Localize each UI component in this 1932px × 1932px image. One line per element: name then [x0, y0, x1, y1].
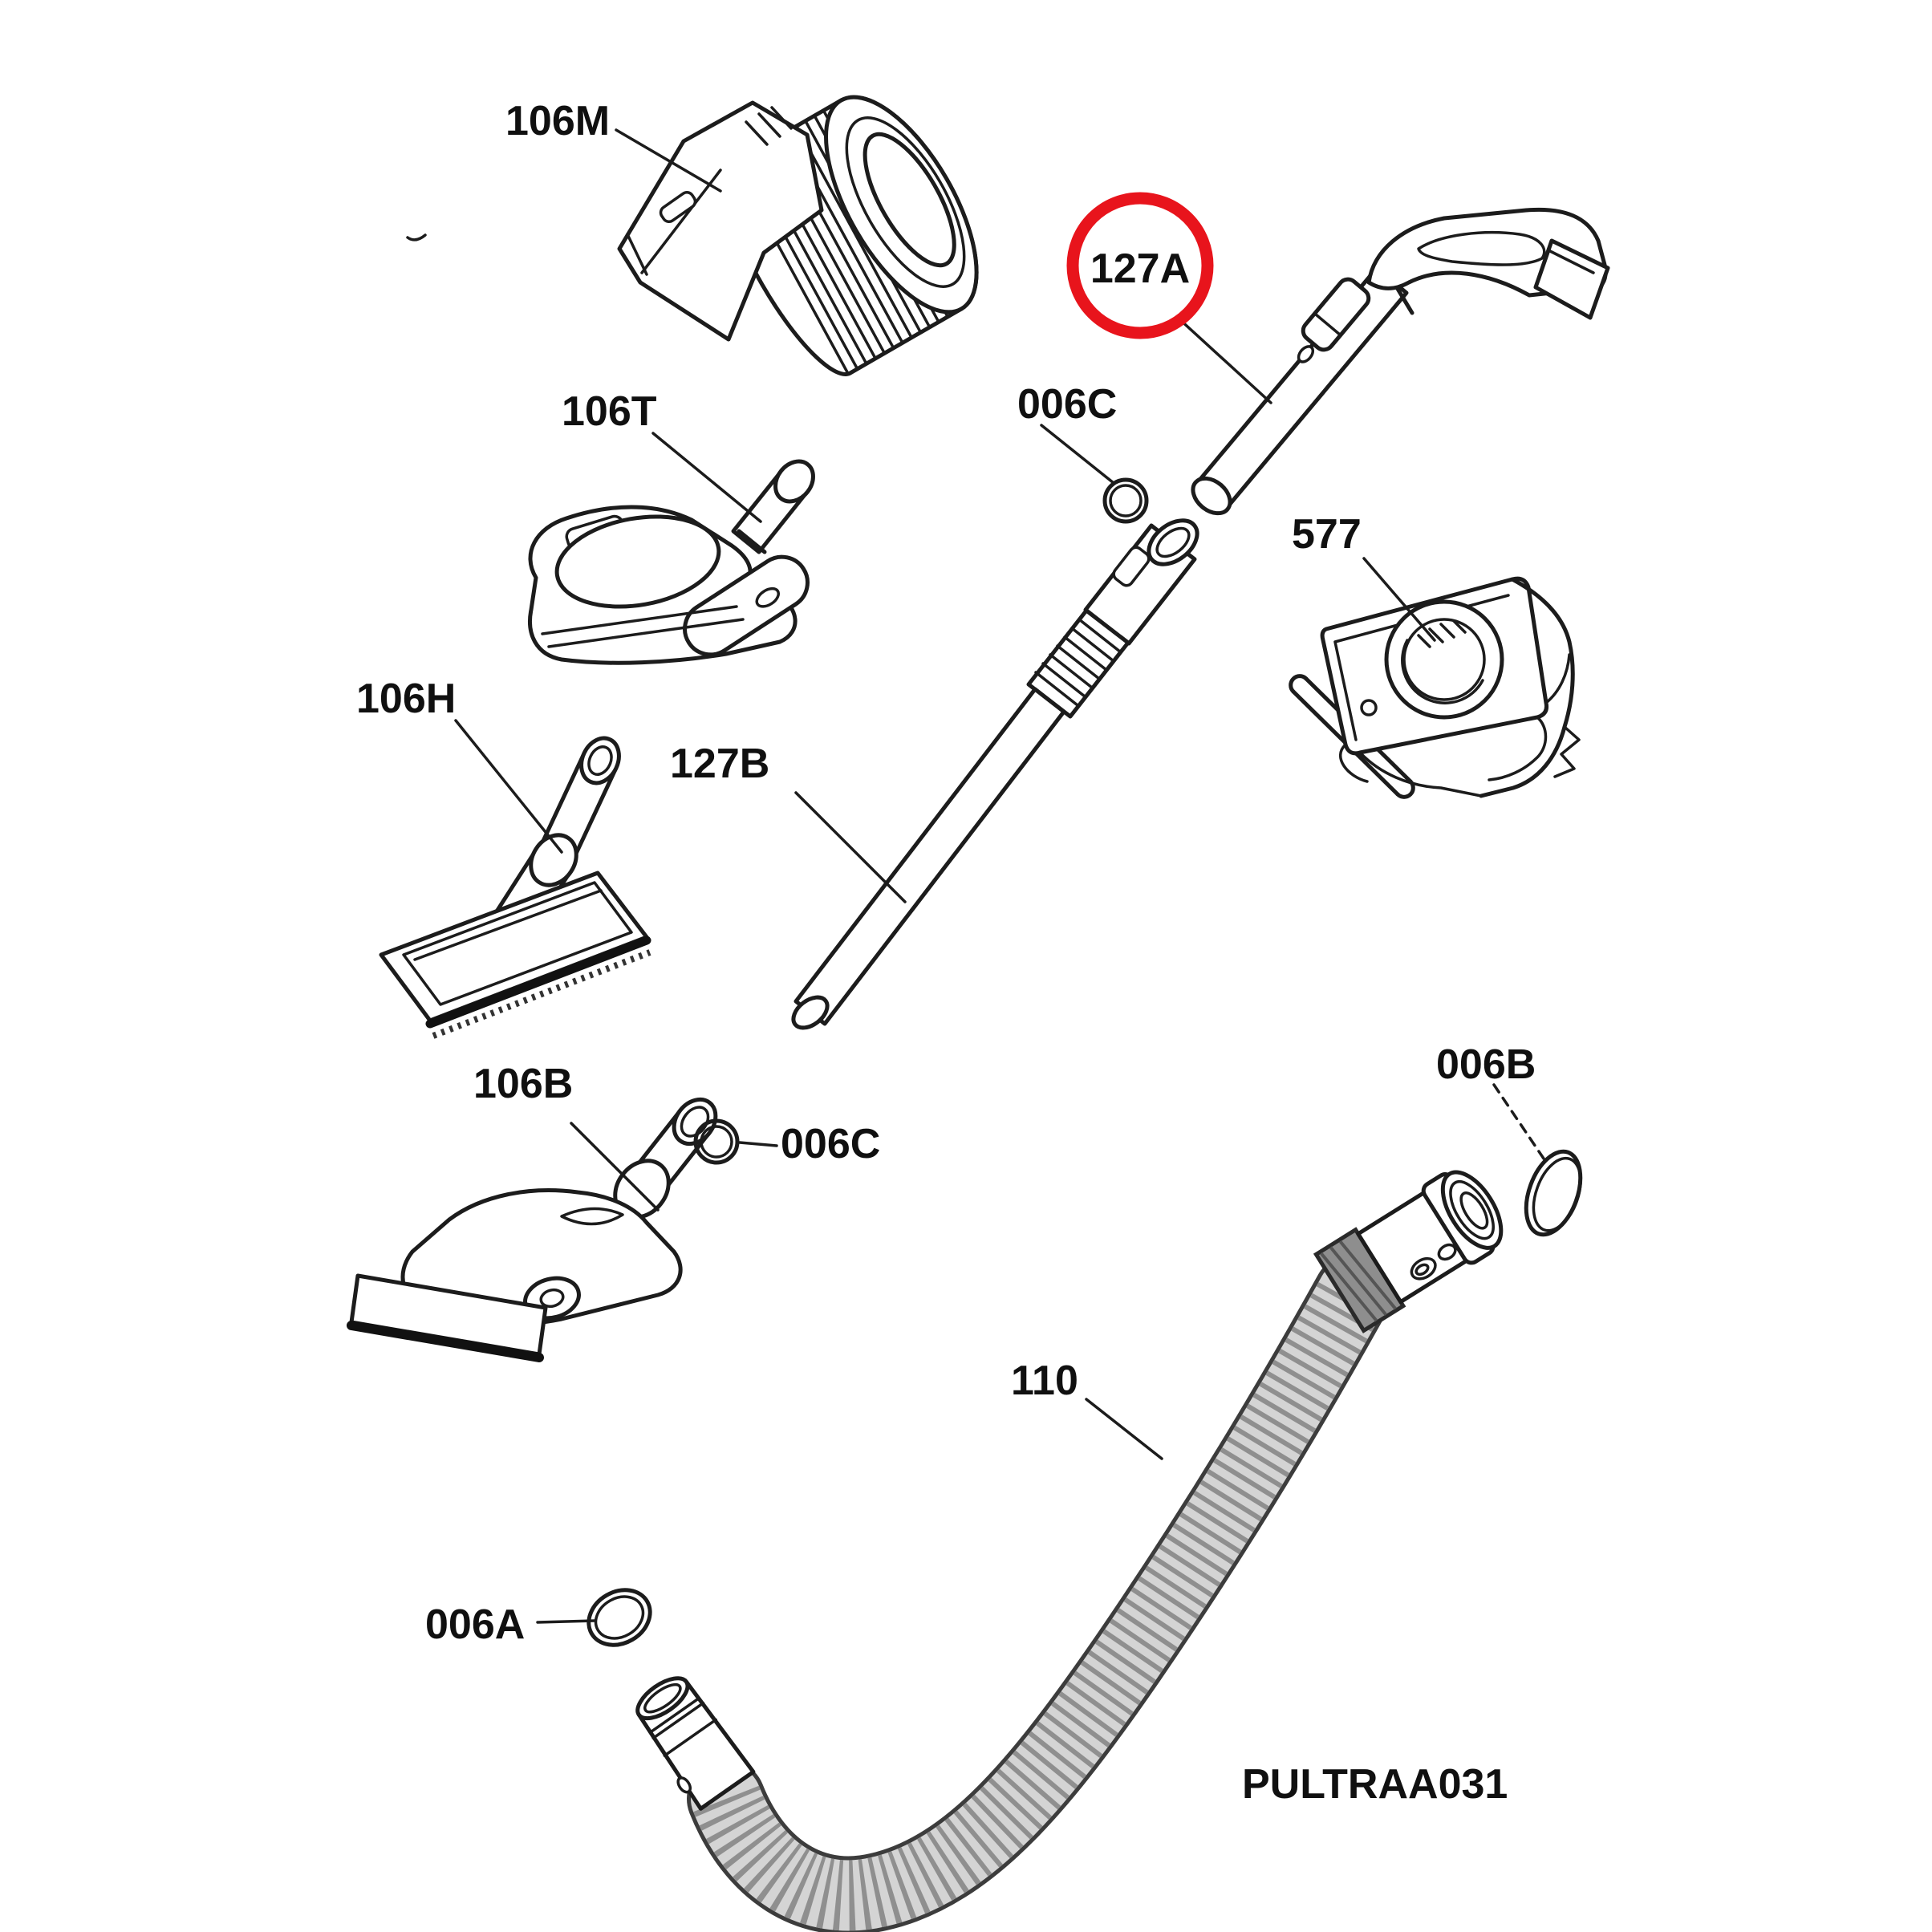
ring-006a [586, 1588, 652, 1647]
label-577: 577 [1292, 511, 1362, 558]
hose-handle-connector [1313, 1170, 1504, 1333]
label-006b: 006B [1436, 1041, 1536, 1088]
label-106m: 106M [505, 98, 610, 144]
leader-006a [536, 1619, 597, 1624]
part-577-dust-bag [1289, 576, 1581, 799]
diagram-code: PULTRAA031 [1242, 1761, 1508, 1808]
part-110-hose [635, 1170, 1504, 1932]
wand-clip [1297, 277, 1371, 363]
leader-127a [1176, 316, 1272, 404]
label-110: 110 [1011, 1358, 1078, 1404]
part-127a-bent-wand [1191, 207, 1610, 516]
leader-577 [1362, 557, 1436, 642]
label-106t: 106T [562, 388, 657, 435]
part-106b-turbo-brush [347, 1097, 718, 1362]
part-106h-hard-floor-tool [379, 736, 651, 1039]
label-006a: 006A [425, 1601, 525, 1648]
leader-106t [651, 432, 762, 523]
wand-latch [1112, 546, 1151, 587]
highlight-circle-127a [1066, 192, 1214, 339]
leader-106b [570, 1122, 660, 1212]
ring-006b [1524, 1149, 1583, 1237]
leader-127b [794, 791, 907, 903]
label-006c-top: 006C [1017, 381, 1117, 428]
leader-006b [1492, 1083, 1545, 1160]
leader-110 [1085, 1398, 1163, 1460]
part-127b-telescopic-wand [791, 518, 1199, 1030]
leader-106h [454, 719, 563, 854]
leader-lines [454, 128, 1545, 1624]
part-106t-floor-tool [528, 459, 815, 665]
part-106m-handheld-nozzle [406, 95, 979, 383]
ring-006c-bottom [693, 1118, 740, 1165]
label-127a-highlighted: 127A [1090, 246, 1190, 292]
leader-106m [615, 128, 722, 193]
label-106b: 106B [473, 1061, 573, 1107]
label-106h: 106H [356, 676, 456, 722]
hose-machine-cuff [635, 1676, 756, 1811]
leader-006c-top [1040, 424, 1115, 485]
label-127b: 127B [670, 741, 769, 787]
leader-006c-bottom [738, 1141, 778, 1147]
ring-006c-top [1102, 477, 1149, 524]
label-006c-bottom: 006C [781, 1121, 880, 1167]
